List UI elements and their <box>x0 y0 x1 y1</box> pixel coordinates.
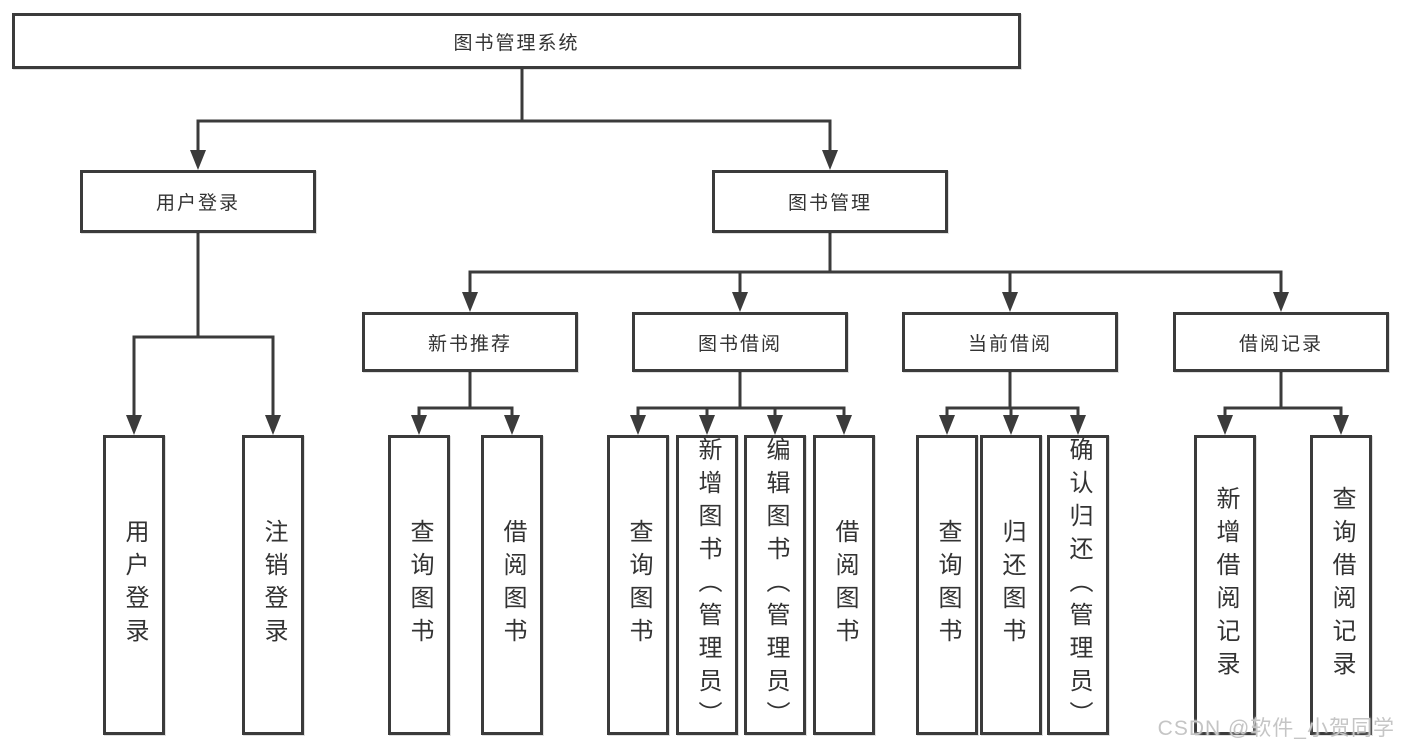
leaf-newbook-borrow-books: 借阅图书 <box>481 435 543 735</box>
leaf-borrow-edit-books-admin-label: 编辑图书（管理员） <box>762 436 789 734</box>
node-user-login-label: 用户登录 <box>155 193 240 214</box>
leaf-newbook-query-books: 查询图书 <box>388 435 450 735</box>
leaf-borrow-add-books-admin-label: 新增图书（管理员） <box>694 436 721 734</box>
leaf-borrow-query-books: 查询图书 <box>607 435 669 735</box>
node-book-borrowing-label: 图书借阅 <box>697 333 782 355</box>
leaf-records-query-record-label: 查询借阅记录 <box>1328 486 1355 684</box>
node-book-borrowing: 图书借阅 <box>632 312 848 372</box>
leaf-current-confirm-return-admin-label: 确认归还（管理员） <box>1065 436 1092 734</box>
node-new-book-recommend-label: 新书推荐 <box>427 333 512 355</box>
arrowheads <box>126 150 1349 435</box>
node-system-root: 图书管理系统 <box>12 13 1021 69</box>
leaf-newbook-borrow-books-label: 借阅图书 <box>499 519 526 651</box>
leaf-logout-label: 注销登录 <box>260 519 287 651</box>
node-book-management: 图书管理 <box>712 170 948 233</box>
leaf-current-return-books-label: 归还图书 <box>998 519 1025 651</box>
leaf-current-return-books: 归还图书 <box>980 435 1042 735</box>
csdn-watermark: CSDN @软件_小贺同学 <box>1157 717 1395 740</box>
leaf-records-query-record: 查询借阅记录 <box>1310 435 1372 735</box>
leaf-records-add-record-label: 新增借阅记录 <box>1212 486 1239 684</box>
node-current-borrowing-label: 当前借阅 <box>967 333 1052 355</box>
node-book-management-label: 图书管理 <box>787 193 872 214</box>
leaf-current-query-books-label: 查询图书 <box>934 519 961 651</box>
leaf-borrow-query-books-label: 查询图书 <box>625 519 652 651</box>
leaf-logout: 注销登录 <box>242 435 304 735</box>
leaf-borrow-add-books-admin: 新增图书（管理员） <box>676 435 738 735</box>
node-user-login: 用户登录 <box>80 170 316 233</box>
node-new-book-recommend: 新书推荐 <box>362 312 578 372</box>
leaf-user-login-label: 用户登录 <box>121 519 148 651</box>
leaf-borrow-borrow-books: 借阅图书 <box>813 435 875 735</box>
node-borrowing-records-label: 借阅记录 <box>1238 333 1323 355</box>
leaf-records-add-record: 新增借阅记录 <box>1194 435 1256 735</box>
leaf-current-confirm-return-admin: 确认归还（管理员） <box>1047 435 1109 735</box>
leaf-borrow-borrow-books-label: 借阅图书 <box>831 519 858 651</box>
node-system-root-label: 图书管理系统 <box>453 32 580 54</box>
leaf-user-login: 用户登录 <box>103 435 165 735</box>
leaf-newbook-query-books-label: 查询图书 <box>406 519 433 651</box>
leaf-current-query-books: 查询图书 <box>916 435 978 735</box>
node-borrowing-records: 借阅记录 <box>1173 312 1389 372</box>
leaf-borrow-edit-books-admin: 编辑图书（管理员） <box>744 435 806 735</box>
node-current-borrowing: 当前借阅 <box>902 312 1118 372</box>
